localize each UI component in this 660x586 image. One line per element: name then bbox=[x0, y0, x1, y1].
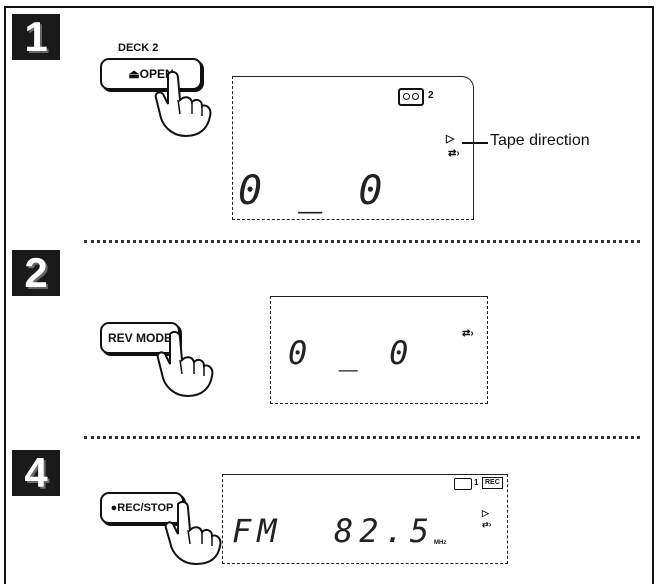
tape-counter-display: 0 _ 0 bbox=[238, 168, 388, 214]
rec-badge: REC bbox=[482, 477, 503, 489]
band-display: FM bbox=[232, 512, 283, 550]
play-direction-icon: ▷ bbox=[446, 132, 454, 145]
mhz-unit: MHz bbox=[434, 540, 446, 546]
deck-number: 1 bbox=[474, 478, 478, 487]
tape-counter-display: 0 _ 0 bbox=[288, 334, 414, 372]
reverse-mode-icon: ⇄› bbox=[448, 148, 460, 159]
play-direction-icon: ▷ bbox=[482, 508, 489, 519]
step-divider bbox=[84, 240, 640, 243]
reverse-mode-icon: ⇄› bbox=[462, 328, 474, 339]
deck-number: 2 bbox=[428, 90, 434, 101]
deck-label: DECK 2 bbox=[118, 42, 158, 54]
reverse-mode-icon: ⇄› bbox=[482, 520, 491, 529]
pressing-hand-icon bbox=[160, 500, 228, 566]
step-number-badge: 2 bbox=[12, 250, 60, 296]
frequency-display: 82.5 bbox=[334, 512, 435, 550]
cassette-icon bbox=[454, 478, 472, 490]
step-number-badge: 4 bbox=[12, 450, 60, 496]
step-number: 1 bbox=[12, 14, 60, 60]
step-number-badge: 1 bbox=[12, 14, 60, 60]
step-number: 2 bbox=[12, 250, 60, 296]
pressing-hand-icon bbox=[150, 70, 220, 140]
step-divider bbox=[84, 436, 640, 439]
pressing-hand-icon bbox=[152, 330, 222, 400]
cassette-icon bbox=[398, 88, 424, 106]
tape-direction-label: Tape direction bbox=[490, 132, 590, 150]
step-number: 4 bbox=[12, 450, 60, 496]
callout-line bbox=[462, 142, 488, 144]
